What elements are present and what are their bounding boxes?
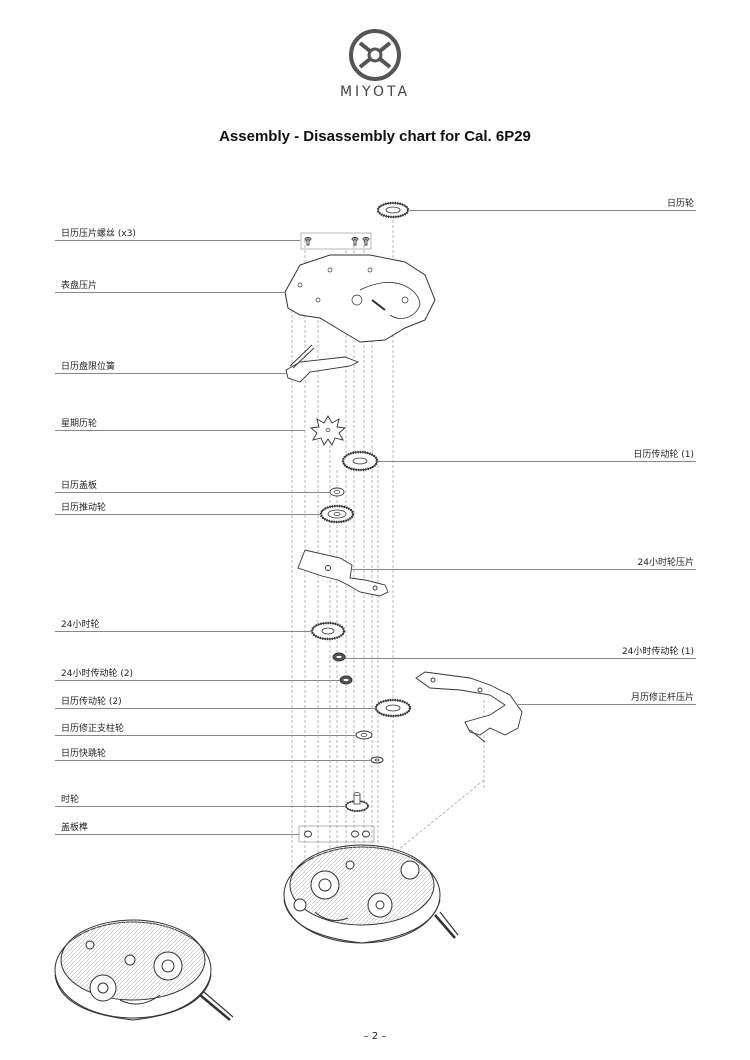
label-24h-wheel: 24小时轮 <box>61 620 100 630</box>
calendar-cover-part <box>329 487 345 497</box>
miyota-logo <box>349 29 401 81</box>
page-number: – 2 – <box>363 1031 387 1042</box>
label-cover-pin: 盖板榫 <box>61 823 89 833</box>
24h-wheel-plate-part <box>297 549 389 597</box>
24h-wheel-part <box>310 621 346 641</box>
leader-line <box>55 631 313 632</box>
leader-line <box>55 806 346 807</box>
label-calendar-intermediate-wheel-1: 日历传动轮 (1) <box>633 450 694 460</box>
label-calendar-plate-screw: 日历压片螺丝 (x3) <box>61 229 136 239</box>
leader-line <box>55 834 299 835</box>
label-hour-wheel: 时轮 <box>61 795 80 805</box>
leader-line <box>55 708 377 709</box>
leader-line <box>55 514 322 515</box>
month-corrector-lever-plate-part <box>415 671 523 743</box>
leader-line <box>55 240 300 241</box>
label-dial-holder-plate: 表盘压片 <box>61 281 98 291</box>
label-calendar-intermediate-wheel-2: 日历传动轮 (2) <box>61 697 122 707</box>
label-date-jumper-spring: 日历盘限位簧 <box>61 362 116 372</box>
label-24h-intermediate-wheel-1: 24小时传动轮 (1) <box>621 647 694 657</box>
calendar-wheel-part <box>376 201 410 219</box>
leader-line <box>55 680 340 681</box>
leader-line <box>55 735 356 736</box>
main-movement <box>283 844 459 944</box>
label-date-quick-jump-wheel: 日历快跳轮 <box>61 749 107 759</box>
leader-line <box>55 430 305 431</box>
date-quick-jump-wheel-part <box>370 756 384 764</box>
label-month-corrector-lever-plate: 月历修正杆压片 <box>630 693 694 703</box>
week-wheel-part <box>309 415 347 446</box>
label-24h-intermediate-wheel-2: 24小时传动轮 (2) <box>61 669 134 679</box>
brand-name: MIYOTA <box>339 84 411 100</box>
date-corrector-setting-wheel-part <box>355 730 373 740</box>
label-calendar-cover: 日历盖板 <box>61 481 98 491</box>
dial-holder-plate-part <box>284 254 436 343</box>
leader-line <box>408 210 696 211</box>
date-driving-wheel-part <box>319 504 355 524</box>
24h-intermediate-wheel-1-part <box>332 652 346 662</box>
page-title: Assembly - Disassembly chart for Cal. 6P… <box>219 128 531 145</box>
leader-line <box>377 461 696 462</box>
label-date-driving-wheel: 日历推动轮 <box>61 503 107 513</box>
calendar-intermediate-wheel-2-part <box>374 698 412 718</box>
calendar-intermediate-wheel-1-part <box>341 450 379 472</box>
cover-pins <box>298 825 375 843</box>
reference-movement <box>54 919 234 1021</box>
calendar-plate-screws <box>300 232 372 250</box>
label-24h-wheel-plate: 24小时轮压片 <box>637 558 694 568</box>
label-calendar-wheel: 日历轮 <box>666 199 694 209</box>
leader-line <box>55 373 287 374</box>
date-jumper-spring-part <box>285 344 360 383</box>
label-week-wheel: 星期历轮 <box>61 419 98 429</box>
label-date-corrector-setting-wheel: 日历修正支柱轮 <box>61 724 125 734</box>
leader-line <box>518 704 696 705</box>
leader-line <box>55 292 285 293</box>
24h-intermediate-wheel-2-part <box>339 675 353 685</box>
leader-line <box>345 658 696 659</box>
hour-wheel-part <box>345 792 369 812</box>
leader-line <box>55 760 371 761</box>
leader-line <box>352 569 696 570</box>
leader-line <box>55 492 330 493</box>
